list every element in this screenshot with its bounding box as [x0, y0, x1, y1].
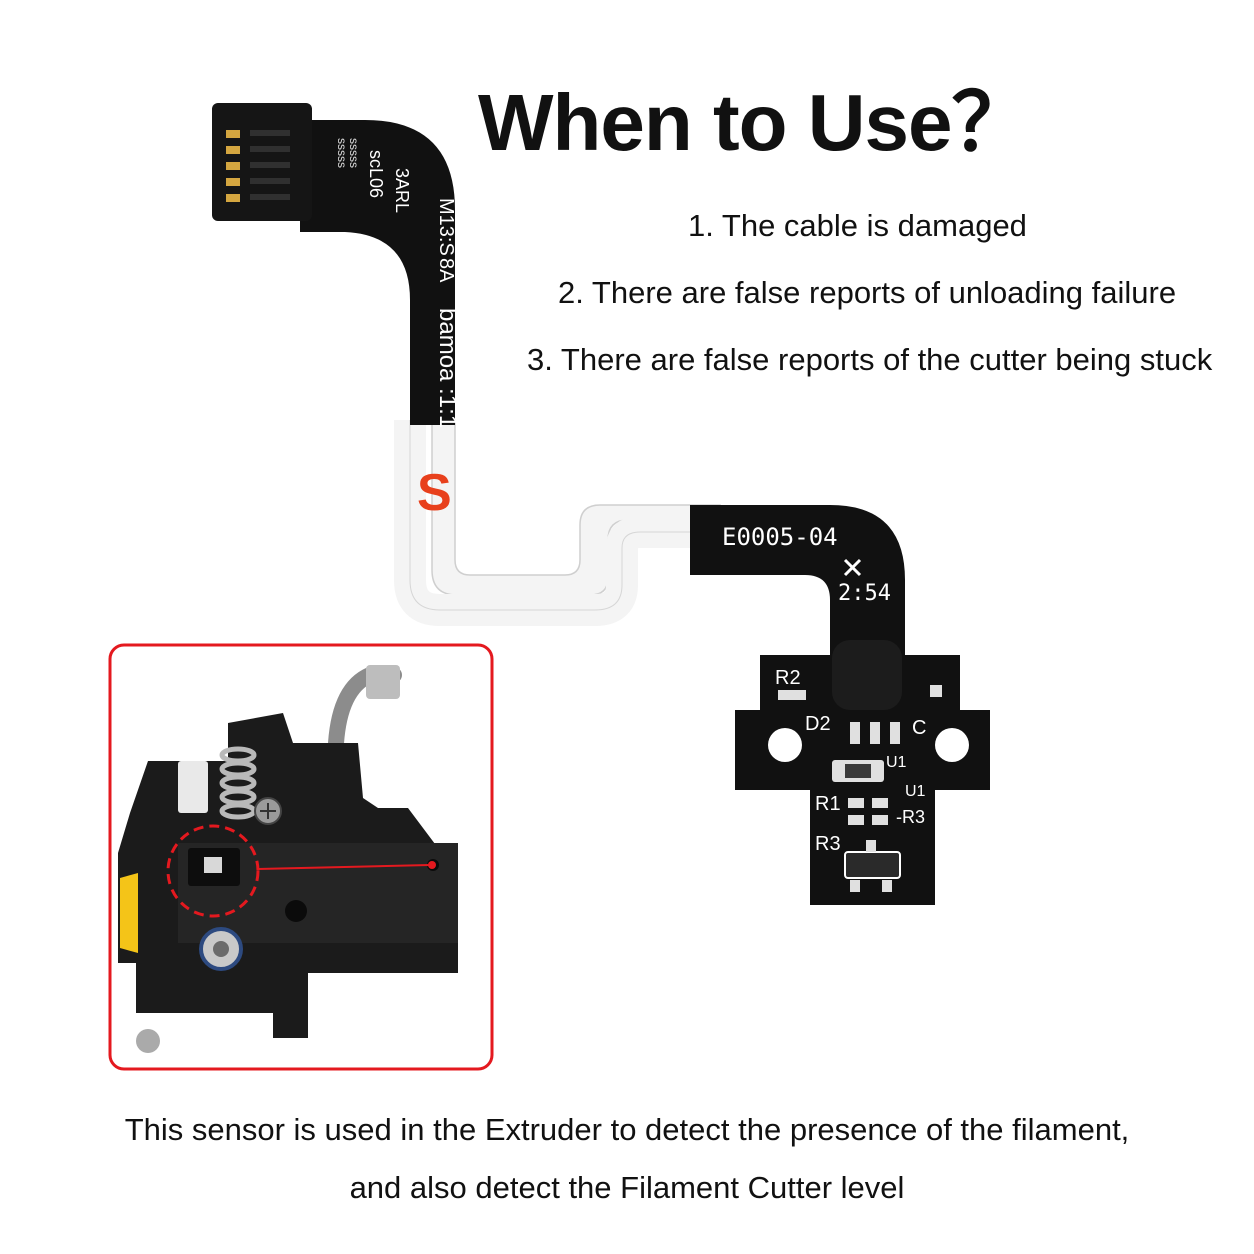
upper-black-flex — [300, 120, 455, 425]
svg-text:8A: 8A — [435, 258, 457, 283]
reason-item-3: 3. There are false reports of the cutter… — [527, 342, 1213, 377]
svg-text:D2: D2 — [805, 713, 831, 735]
caption-line-1: This sensor is used in the Extruder to d… — [124, 1112, 1130, 1147]
body-hole — [285, 900, 307, 922]
bottom-screw-icon — [136, 1029, 160, 1053]
svg-text:sssss: sssss — [347, 138, 361, 168]
cutter-lever-tip — [366, 665, 400, 699]
lower-black-flex — [690, 505, 905, 670]
highlight-pointer-dot — [428, 861, 436, 869]
svg-text:bamoa :1:1: bamoa :1:1 — [434, 308, 461, 428]
reason-item-1: 1. The cable is damaged — [688, 208, 1027, 243]
svg-text:3ARL: 3ARL — [392, 168, 412, 213]
highlight-circle — [166, 824, 260, 918]
svg-text:sssss: sssss — [335, 138, 349, 168]
date-code-label: 2:54 — [838, 581, 891, 606]
sensor-chip-window — [204, 857, 222, 873]
part-number-label: E0005-04 — [722, 523, 838, 551]
cross-mark-icon — [843, 558, 862, 577]
svg-text:R1: R1 — [815, 793, 841, 815]
large-screw-head — [213, 941, 229, 957]
smd-components — [778, 685, 942, 892]
svg-text:R3: R3 — [815, 833, 841, 855]
flex-silkscreen: M13:S 8A bamoa :1:1 — [434, 198, 461, 428]
extruder-inset-photo — [108, 643, 494, 1071]
connector-pins — [226, 130, 290, 202]
extruder-front-face — [178, 843, 458, 943]
white-flex-edge — [409, 420, 720, 611]
reason-item-2: 2. There are false reports of unloading … — [558, 275, 1177, 310]
svg-text:C: C — [912, 717, 926, 739]
svg-text:U1: U1 — [886, 754, 907, 771]
s-mark-label: S — [417, 464, 452, 522]
caption-line-2: and also detect the Filament Cutter leve… — [349, 1170, 905, 1205]
mounting-hole-right — [935, 728, 969, 762]
drive-gear — [120, 873, 138, 953]
svg-text:M13:S: M13:S — [435, 198, 457, 256]
highlight-pointer-line — [257, 864, 431, 870]
white-flex-segment — [431, 419, 721, 596]
page-title: When to Use？ — [478, 78, 1031, 167]
screw-slot — [260, 803, 276, 819]
svg-text:U1: U1 — [905, 783, 926, 800]
mounting-hole-left — [768, 728, 802, 762]
svg-text:-R3: -R3 — [896, 807, 925, 827]
connector-silkscreen: scL06 3ARL sssss sssss — [335, 138, 412, 213]
board-silkscreen: R2 D2 C U1 U1 R1 -R3 R3 — [775, 667, 926, 855]
svg-text:scL06: scL06 — [366, 150, 386, 198]
svg-text:R2: R2 — [775, 667, 801, 689]
board-flex-joint — [832, 640, 902, 710]
jst-connector — [178, 761, 208, 813]
